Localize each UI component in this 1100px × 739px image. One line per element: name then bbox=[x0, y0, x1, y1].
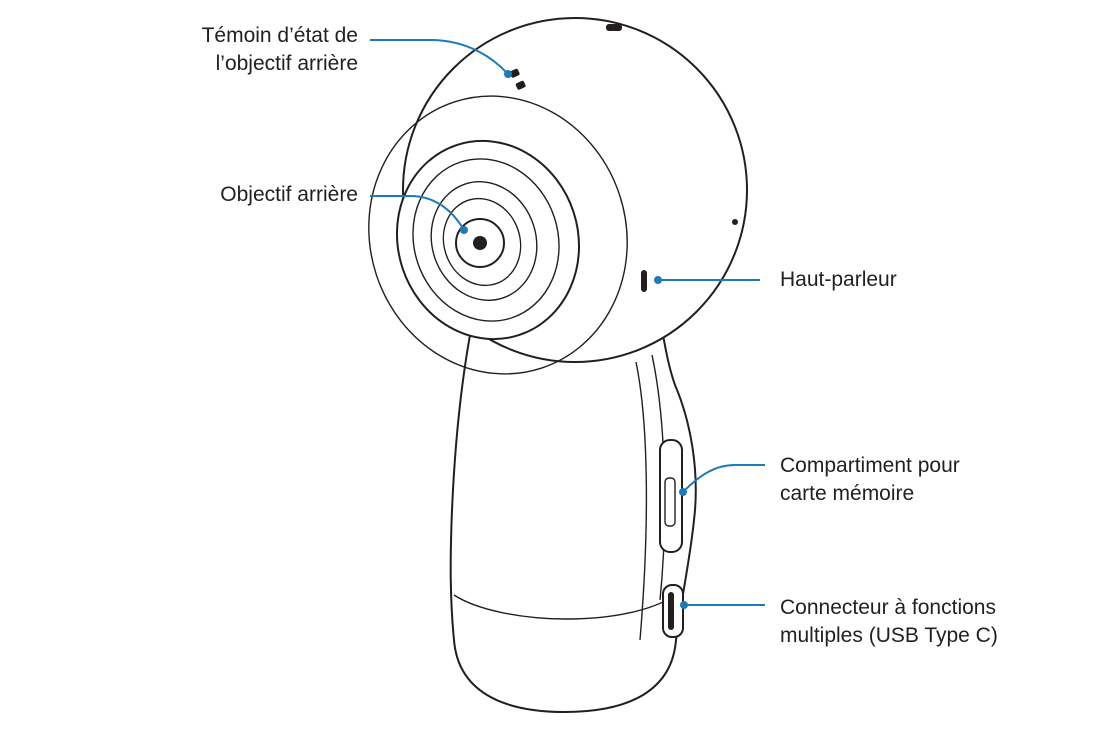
leader-usb-port bbox=[680, 601, 765, 609]
callout-memory-slot-line-1: Compartiment pour bbox=[780, 454, 960, 477]
callout-memory-slot-line-2: carte mémoire bbox=[780, 482, 915, 505]
callout-speaker-line-1: Haut-parleur bbox=[780, 268, 897, 291]
side-mic-icon bbox=[732, 219, 738, 225]
usb-type-c-port[interactable] bbox=[662, 584, 684, 638]
callout-usb-port-line-1: Connecteur à fonctions bbox=[780, 596, 996, 619]
callout-usb-port-line-2: multiples (USB Type C) bbox=[780, 624, 998, 647]
rear-lens bbox=[368, 95, 628, 375]
callout-rear-lens: Objectif arrière bbox=[220, 181, 358, 209]
leader-rear-led bbox=[370, 39, 512, 78]
leader-rear-lens bbox=[370, 195, 468, 234]
callout-usb-port: Connecteur à fonctions multiples (USB Ty… bbox=[780, 594, 998, 650]
memory-card-slot[interactable] bbox=[659, 439, 683, 553]
callout-rear-led: Témoin d’état de l’objectif arrière bbox=[202, 22, 358, 78]
callout-rear-led-line-1: Témoin d’état de bbox=[201, 24, 358, 47]
callout-rear-led-line-2: l’objectif arrière bbox=[215, 52, 358, 75]
top-mic-icon bbox=[606, 24, 622, 31]
speaker-grille bbox=[641, 270, 647, 292]
callout-rear-lens-line-1: Objectif arrière bbox=[220, 183, 358, 206]
callout-speaker: Haut-parleur bbox=[780, 266, 897, 294]
leader-speaker bbox=[654, 276, 760, 284]
leader-memory-slot bbox=[679, 464, 765, 496]
rear-led-indicator bbox=[509, 68, 526, 90]
callout-memory-slot: Compartiment pour carte mémoire bbox=[780, 452, 960, 508]
